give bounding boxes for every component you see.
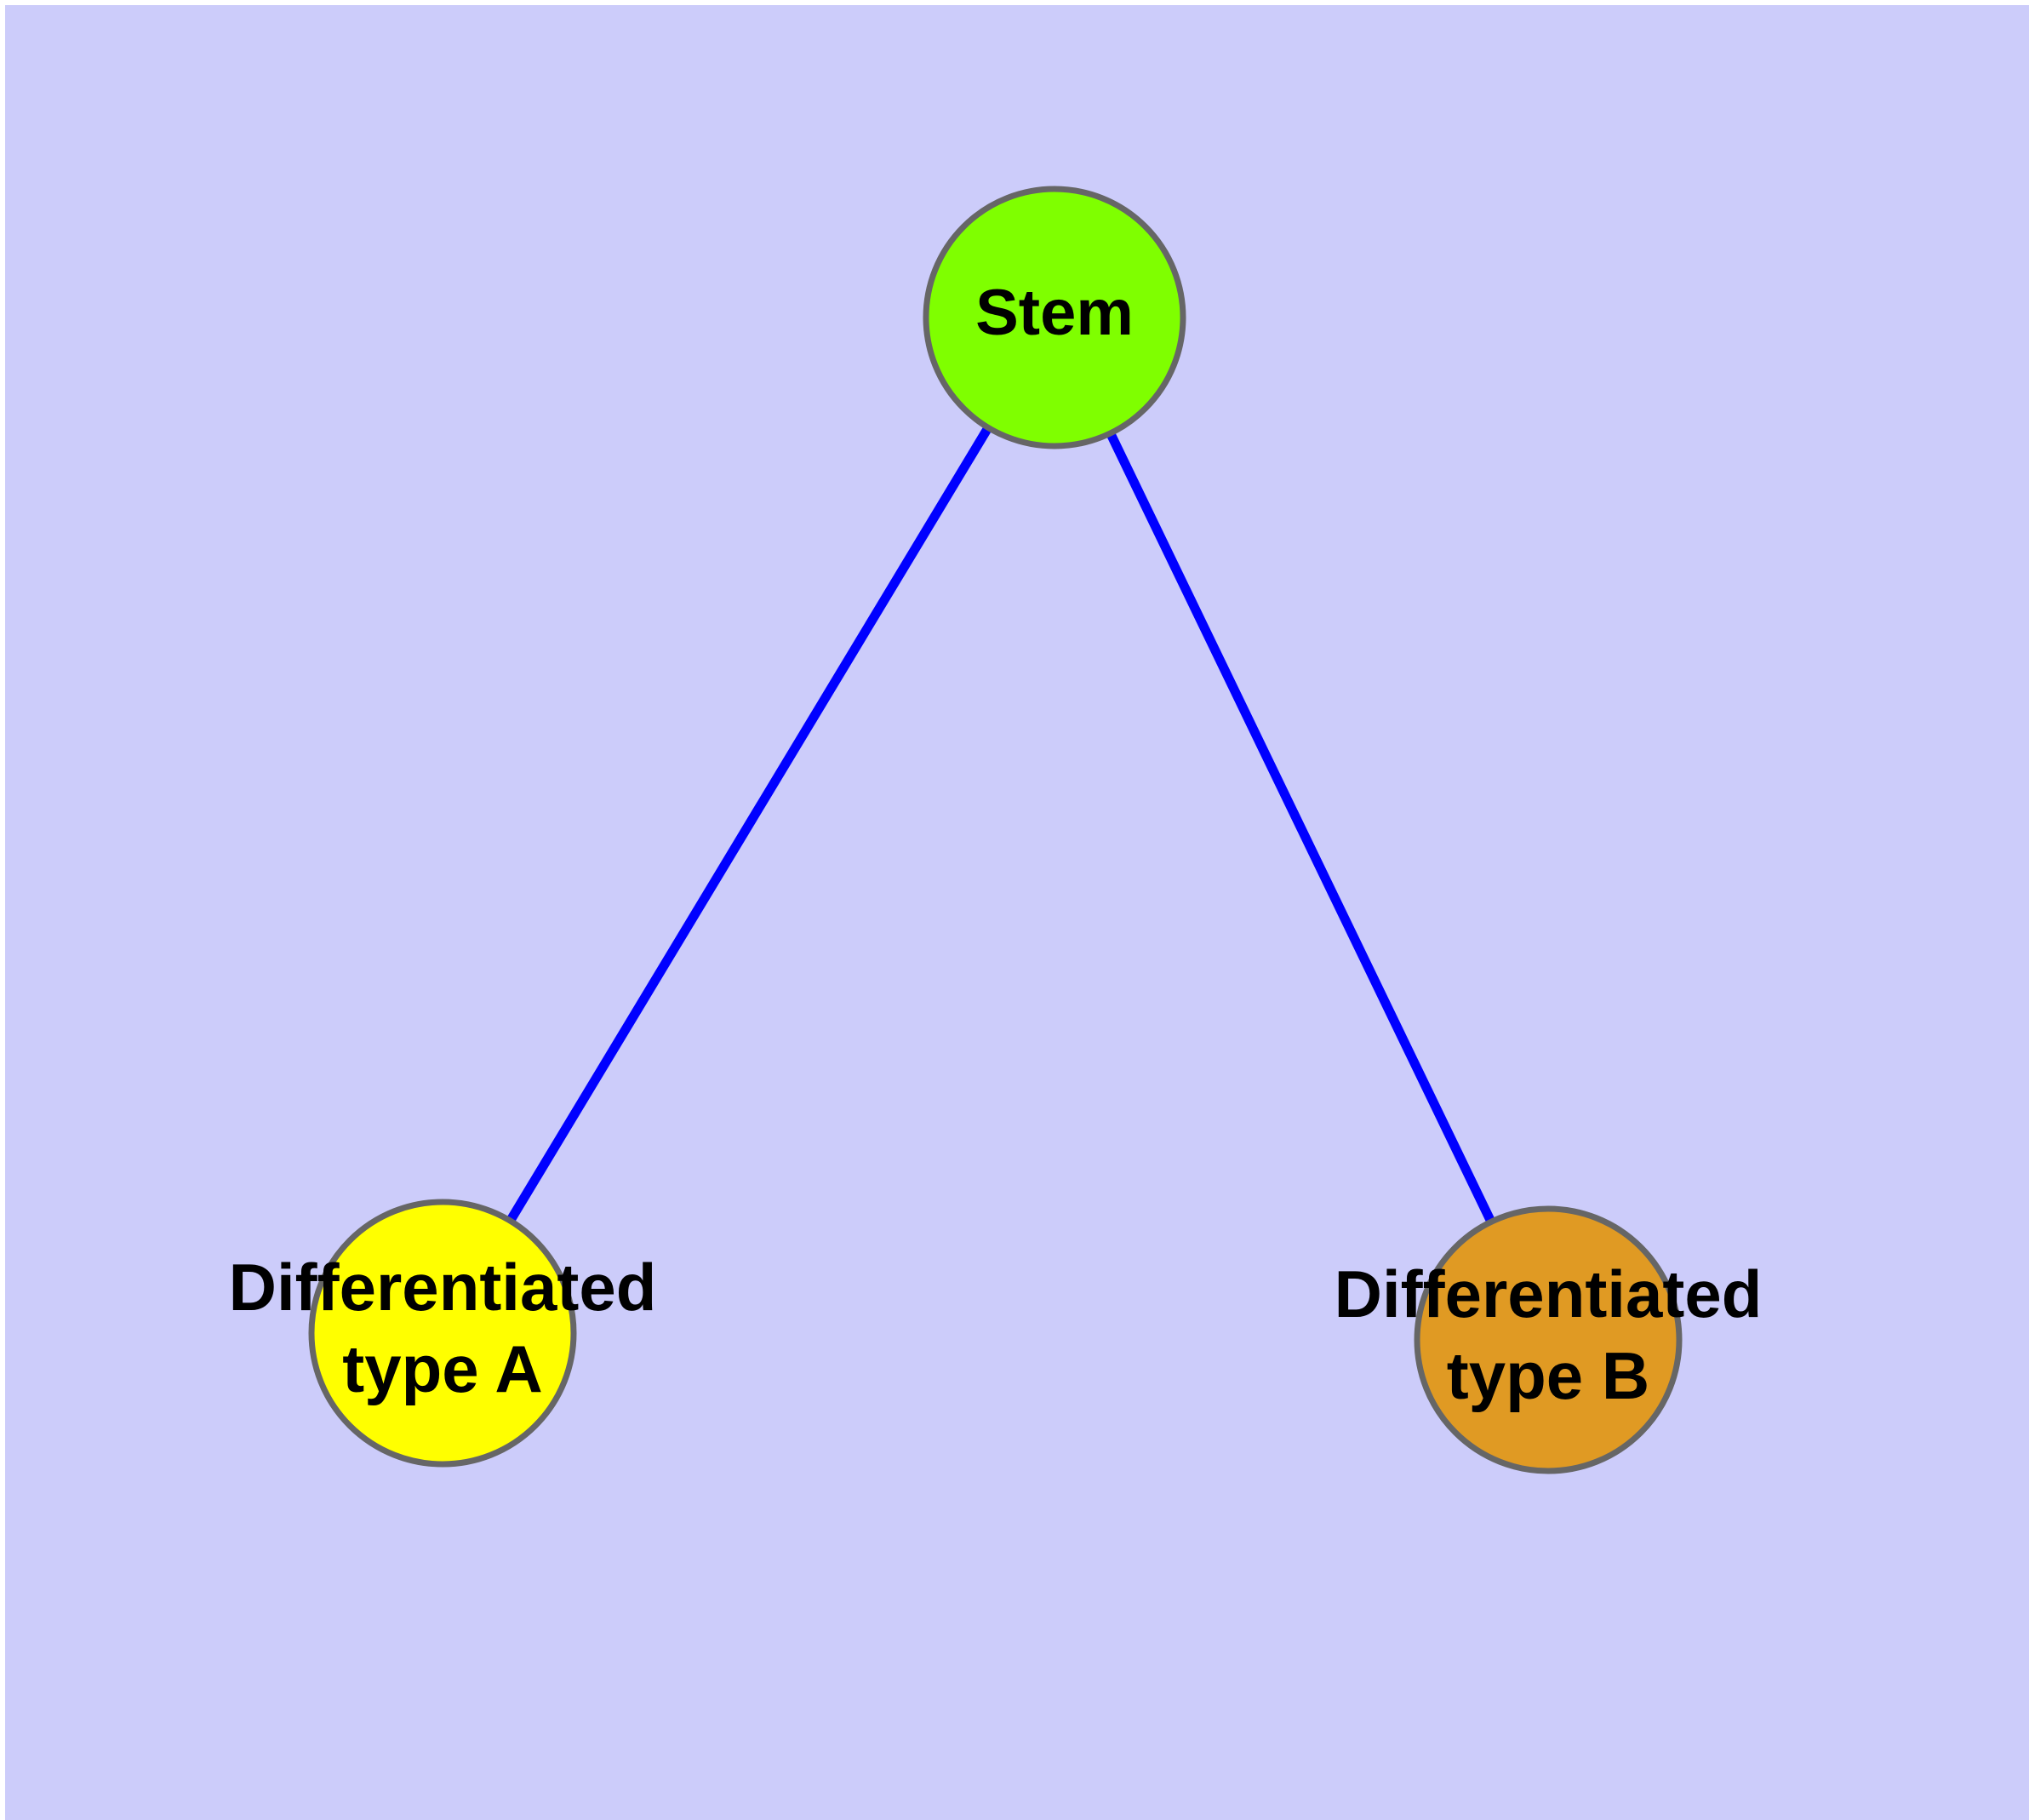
node-diff_b[interactable] — [1414, 1205, 1683, 1474]
node-label-stem: Stem — [975, 277, 1134, 349]
node-label-line: type B — [1447, 1338, 1649, 1413]
edge-stem-diff-b — [1050, 315, 1552, 1342]
node-stem[interactable] — [923, 186, 1186, 449]
node-label-line: type A — [342, 1331, 543, 1406]
node-label-line: Differentiated — [229, 1250, 657, 1325]
node-label-line: Differentiated — [1335, 1256, 1763, 1331]
edge-stem-diff-a — [438, 315, 1059, 1336]
nodes-layer — [308, 186, 1683, 1474]
node-diff_a[interactable] — [308, 1199, 577, 1468]
node-label-line: Stem — [975, 277, 1134, 349]
edges-layer — [438, 315, 1552, 1342]
